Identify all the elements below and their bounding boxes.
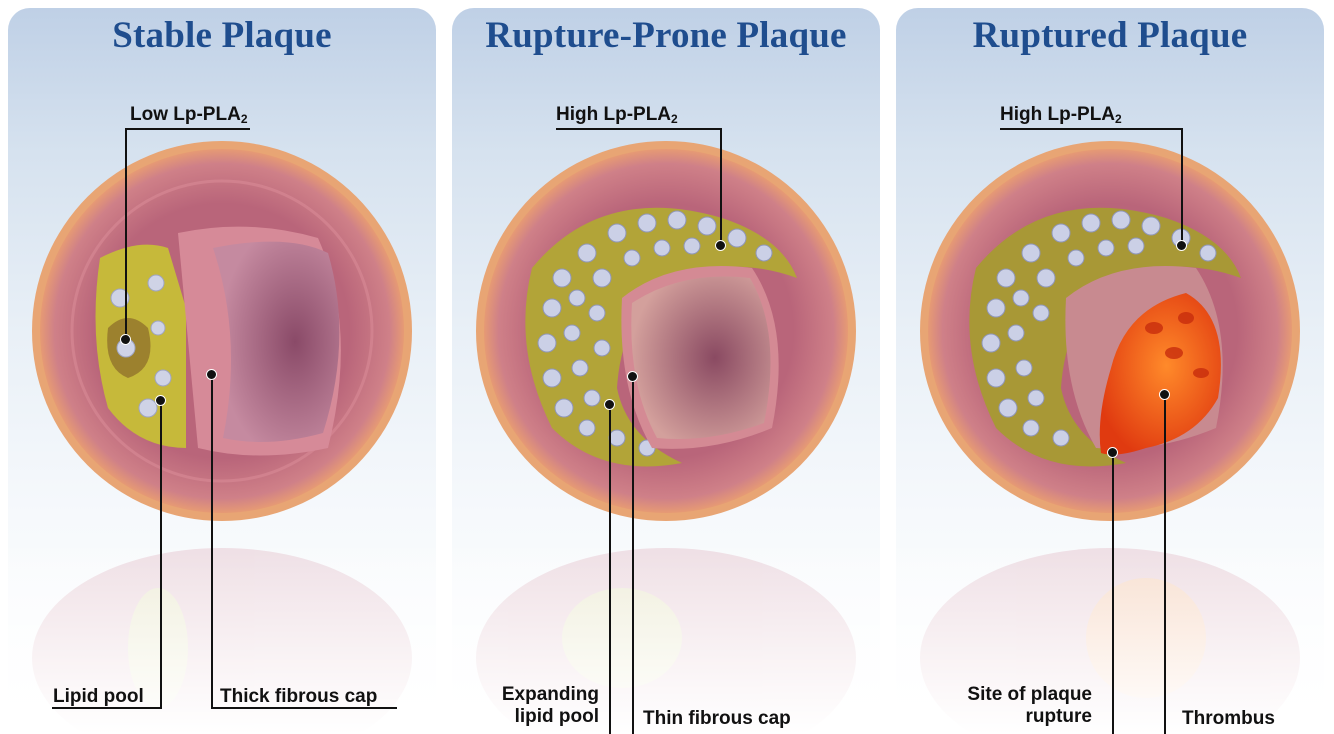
lumen-shape [213, 242, 339, 442]
label-thick-fibrous-cap: Thick fibrous cap [220, 686, 377, 708]
label-thrombus: Thrombus [1182, 708, 1275, 730]
label-site-of-plaque-rupture: Site of plaque rupture [946, 684, 1092, 728]
panel-stable-plaque: Stable Plaque [8, 8, 436, 734]
label-high-lp-pla2-right: High Lp-PLA2 [1000, 104, 1122, 130]
label-thin-fibrous-cap: Thin fibrous cap [643, 708, 791, 730]
label-lipid-pool: Lipid pool [53, 686, 144, 708]
label-low-lp-pla2: Low Lp-PLA2 [130, 104, 248, 130]
label-high-lp-pla2-mid: High Lp-PLA2 [556, 104, 678, 130]
label-expanding-lipid-pool: Expanding lipid pool [485, 684, 599, 728]
panel-rupture-prone-plaque: Rupture-Prone Plaque [452, 8, 880, 734]
panel-ruptured-plaque: Ruptured Plaque [896, 8, 1324, 734]
